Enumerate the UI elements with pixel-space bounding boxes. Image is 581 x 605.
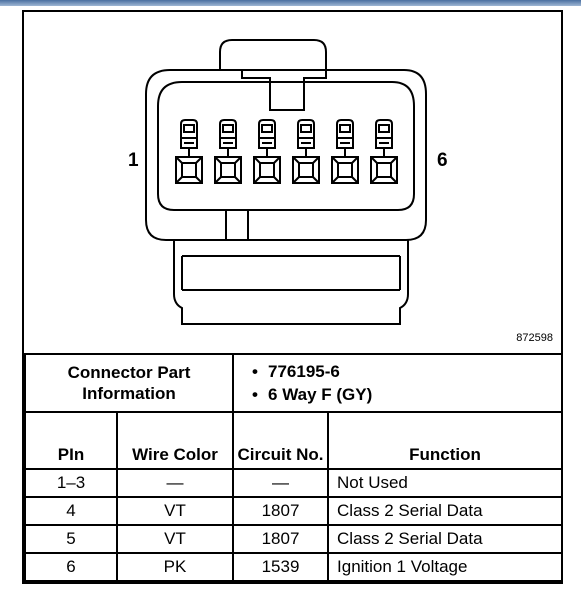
- cell-pin: 5: [24, 524, 118, 554]
- cell-wire-color: VT: [115, 496, 235, 526]
- table-row: 4 VT 1807 Class 2 Serial Data: [24, 496, 564, 526]
- connector-housing: [145, 69, 427, 241]
- terminal-1: [175, 119, 203, 184]
- header-wire-color: Wire Color: [115, 411, 235, 470]
- header-circuit-no: Circuit No.: [232, 411, 330, 470]
- table-row: 5 VT 1807 Class 2 Serial Data: [24, 524, 564, 554]
- connector-cavity: [157, 81, 415, 211]
- cell-function: Not Used: [327, 468, 564, 498]
- terminal-5: [331, 119, 359, 184]
- table-row: 1–3 — — Not Used: [24, 468, 564, 498]
- connector-key: [241, 70, 327, 111]
- terminal-6: [370, 119, 398, 184]
- cell-pin: 1–3: [24, 468, 118, 498]
- cell-circuit: 1807: [232, 496, 330, 526]
- cell-pin: 4: [24, 496, 118, 526]
- table-header-row: PIn Wire Color Circuit No. Function: [24, 411, 564, 470]
- connector-part-info-label: Connector Part Information: [23, 353, 235, 413]
- connector-info-row: Connector Part Information 776195-6 6 Wa…: [23, 353, 564, 413]
- terminal-4: [292, 119, 320, 184]
- cell-circuit: 1807: [232, 524, 330, 554]
- connector-diagram: 1 6 872598: [24, 12, 561, 353]
- connector-sheet: 1 6 872598 Connector Part Information 77…: [22, 10, 564, 584]
- connector-type: 6 Way F (GY): [252, 383, 561, 406]
- connector-center-tab: [225, 209, 249, 241]
- table-row: 6 PK 1539 Ignition 1 Voltage: [24, 552, 564, 582]
- cell-circuit: —: [232, 468, 330, 498]
- terminal-2: [214, 119, 242, 184]
- cell-function: Ignition 1 Voltage: [327, 552, 564, 582]
- pin-1-label: 1: [128, 150, 139, 171]
- pinout-table: Connector Part Information 776195-6 6 Wa…: [23, 353, 564, 582]
- connector-skirt: [173, 240, 409, 325]
- terminal-3: [253, 119, 281, 184]
- cell-circuit: 1539: [232, 552, 330, 582]
- connector-latch: [219, 39, 327, 70]
- header-pin: PIn: [24, 411, 118, 470]
- figure-number: 872598: [516, 332, 553, 344]
- cell-wire-color: VT: [115, 524, 235, 554]
- cell-pin: 6: [24, 552, 118, 582]
- header-function: Function: [327, 411, 564, 470]
- cell-wire-color: PK: [115, 552, 235, 582]
- cell-wire-color: —: [115, 468, 235, 498]
- connector-drawing: [145, 39, 427, 325]
- cell-function: Class 2 Serial Data: [327, 524, 564, 554]
- cell-function: Class 2 Serial Data: [327, 496, 564, 526]
- part-number: 776195-6: [252, 360, 561, 383]
- connector-part-info-list: 776195-6 6 Way F (GY): [232, 353, 564, 413]
- window-top-edge: [0, 0, 581, 6]
- pin-6-label: 6: [437, 150, 448, 171]
